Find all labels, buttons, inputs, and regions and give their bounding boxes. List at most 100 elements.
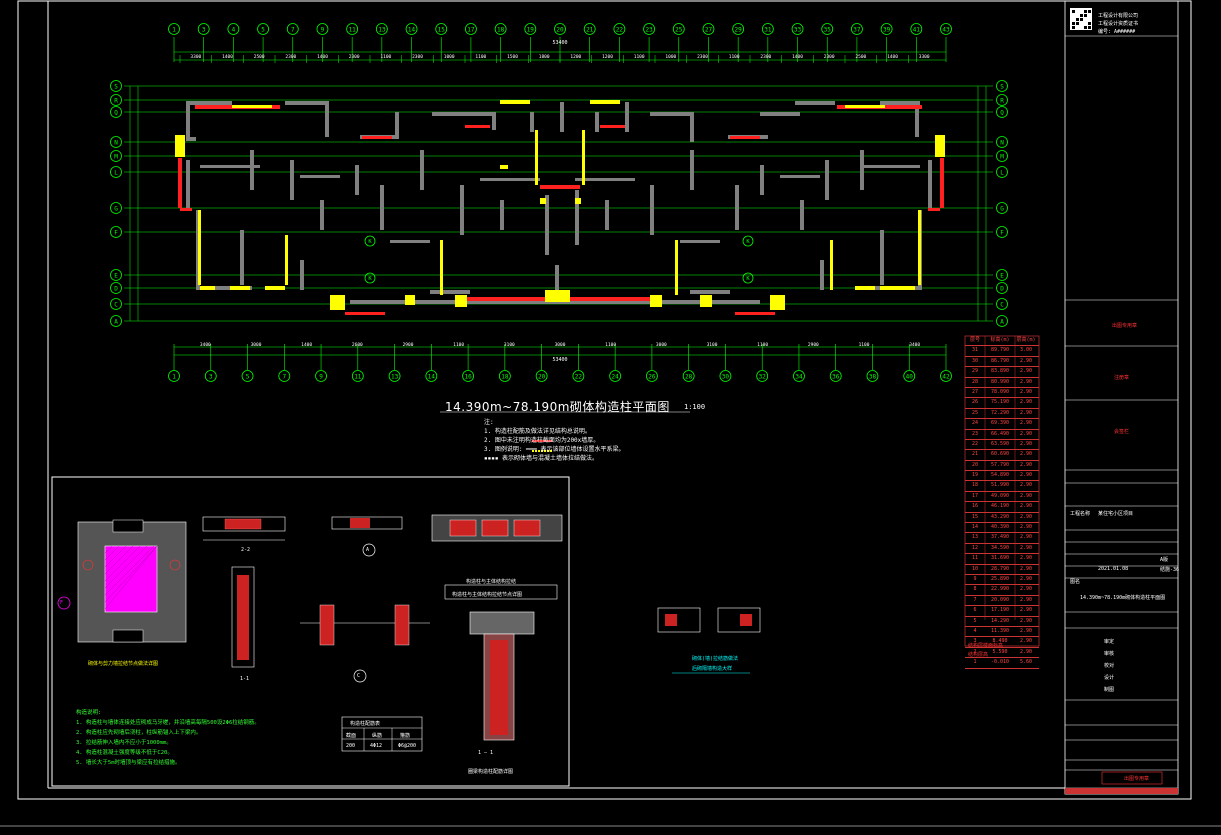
- masonry-tie: [845, 105, 885, 108]
- dim-text: 1100: [757, 342, 768, 348]
- shear-wall: [880, 101, 920, 105]
- axis-bubble: [110, 106, 122, 118]
- story-cell: 2.90: [1019, 555, 1033, 562]
- axis-bubble: [375, 23, 388, 35]
- masonry-tie: [590, 100, 620, 104]
- axis-bubble: [996, 166, 1008, 178]
- stamp-3: 会签栏: [1114, 429, 1130, 435]
- masonry-wall: [600, 125, 625, 128]
- company-line: 工程设计资质证书: [1098, 21, 1139, 27]
- story-cell: 11: [971, 555, 979, 562]
- axis-bubble: [197, 23, 210, 35]
- axis-bubble: [110, 298, 122, 310]
- plan-notes: 注: 1. 构造柱配筋及做法详见结构总说明。 2. 图中未注明构造柱截面均为20…: [484, 418, 625, 463]
- drawing-name: 14.390m~78.190m砌体构造柱平面图: [1080, 595, 1166, 601]
- general-note: 1. 构造柱与墙体连接处应砌成马牙槎，并沿墙高每隔500设2Φ6拉结钢筋。: [76, 720, 260, 726]
- general-note: 4. 构造柱混凝土强度等级不低于C20。: [76, 750, 173, 756]
- dim-text: 3000: [656, 342, 667, 348]
- hatch-line: [104, 545, 134, 575]
- axis-bubble: [110, 282, 122, 294]
- shear-wall: [285, 101, 325, 105]
- story-cell: 2.90: [1019, 565, 1033, 572]
- section-2-2-fill: [224, 518, 262, 530]
- story-cell: 37.490: [990, 534, 1010, 541]
- story-cell: 1: [973, 659, 977, 666]
- story-cell: 15: [971, 513, 979, 520]
- story-cell: 12: [971, 544, 979, 551]
- axis-bubble: [996, 282, 1008, 294]
- masonry-tie: [455, 295, 467, 307]
- axis-label: 26: [648, 374, 656, 381]
- axis-label: 29: [735, 27, 743, 34]
- company-line: 工程设计有限公司: [1098, 13, 1139, 19]
- shear-wall: [605, 200, 609, 230]
- detail-a-fill: [350, 518, 370, 528]
- qr-pixel: [1072, 10, 1075, 13]
- story-cell: 25: [971, 409, 979, 416]
- story-cell: 2.90: [1019, 492, 1033, 499]
- story-table-header: 层号 标高(m) 层高(m): [965, 336, 1039, 347]
- masonry-tie: [500, 165, 508, 169]
- axis-bubble: [494, 23, 507, 35]
- story-cell: 2.90: [1019, 430, 1033, 437]
- axis-label: E: [114, 272, 118, 279]
- dim-text: 2600: [352, 342, 363, 348]
- axis-bubble: [682, 370, 695, 382]
- axis-label: 14: [408, 27, 416, 34]
- plan-title: 14.390m~78.190m砌体构造柱平面图: [445, 400, 670, 414]
- axis-label: K: [746, 239, 750, 245]
- axis-bubble: [462, 370, 474, 382]
- axis-label: 11: [349, 27, 357, 34]
- role: 审核: [1104, 651, 1115, 657]
- axis-label: G: [1000, 205, 1004, 212]
- axis-bubble: [880, 23, 893, 35]
- axis-label: 9: [319, 374, 323, 381]
- masonry-wall: [178, 158, 182, 208]
- axis-bubble: [110, 150, 122, 162]
- shear-wall: [825, 160, 829, 200]
- axis-bubble: [732, 23, 745, 35]
- masonry-tie: [582, 130, 585, 185]
- story-cell: 17: [971, 492, 979, 499]
- section-2-2-label: 2-2: [241, 547, 251, 553]
- axis-bubble: [110, 80, 122, 92]
- beam-section: [469, 611, 535, 635]
- axis-bubble: [241, 370, 254, 382]
- shear-wall: [760, 112, 800, 116]
- story-cell: 80.990: [990, 378, 1010, 385]
- story-cell: 78.090: [990, 388, 1010, 395]
- dim-text: 3400: [909, 342, 920, 348]
- axis-bubble: [996, 80, 1008, 92]
- axis-label: 9: [321, 27, 325, 34]
- section-1-1-label: 1-1: [240, 676, 250, 682]
- shear-wall: [530, 112, 534, 132]
- walls: [175, 100, 945, 315]
- axis-bubble: [996, 106, 1008, 118]
- shear-wall: [390, 240, 430, 243]
- axis-bubble: [315, 370, 327, 382]
- shear-wall: [325, 101, 329, 137]
- dim-text: 1000: [665, 54, 676, 60]
- story-cell: 2.90: [1019, 461, 1033, 468]
- story-cell: 10: [971, 565, 979, 572]
- axis-label: 35: [824, 27, 832, 34]
- axis-bubble: [996, 298, 1008, 310]
- axis-label: M: [1000, 153, 1004, 160]
- story-cell: 2.90: [1019, 617, 1033, 624]
- qr-pixel: [1080, 14, 1083, 17]
- wall-block: [513, 519, 541, 537]
- notes-label: 注:: [484, 419, 494, 426]
- story-cell: 25.890: [990, 575, 1010, 582]
- hatch-line: [104, 545, 127, 568]
- shear-wall: [200, 286, 252, 290]
- shear-wall: [760, 165, 764, 195]
- story-cell: 2.90: [1019, 388, 1033, 395]
- shear-wall: [735, 185, 739, 230]
- detail-title-mid2: 构造柱与主体结构拉结节点详图: [452, 592, 523, 598]
- rebar-cell: 200: [346, 743, 356, 749]
